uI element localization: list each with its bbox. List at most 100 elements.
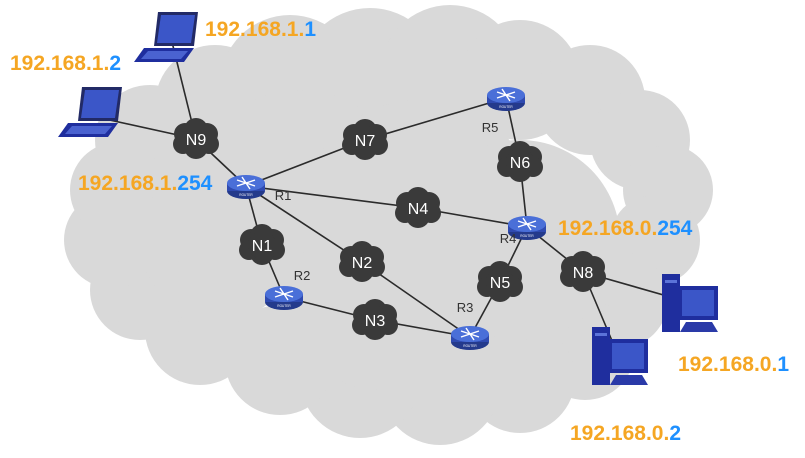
network-cloud: [64, 5, 713, 445]
network-n2: N2: [339, 241, 385, 282]
ip-dot: .: [171, 172, 178, 195]
ip-octet: 0: [651, 422, 664, 445]
router-label: R1: [275, 188, 292, 203]
ip-dot: .: [645, 422, 652, 445]
ip-dot: .: [113, 172, 119, 195]
network-n8: N8: [560, 251, 606, 292]
ip-octet: 1: [159, 172, 172, 195]
desktop-icon: [662, 274, 718, 332]
laptop-icon: [134, 12, 198, 62]
ip-dot: .: [85, 52, 92, 75]
router-r3: ROUTER R3: [451, 300, 489, 350]
ip-octet: 0: [759, 353, 772, 376]
ip-dot: .: [103, 52, 110, 75]
ip-octet: 192: [678, 353, 714, 376]
network-n3: N3: [352, 299, 398, 340]
ip-octet: 168: [598, 217, 634, 240]
network-label: N1: [252, 238, 273, 255]
router-arrows-icon: [496, 88, 516, 102]
network-n5: N5: [477, 261, 523, 302]
router-arrows-icon: [460, 327, 480, 341]
network-label: N7: [355, 133, 376, 150]
ip-dot: .: [240, 18, 246, 41]
ip-octet: 2: [669, 422, 681, 445]
network-n6: N6: [497, 141, 543, 182]
link-n7-r5: [364, 97, 507, 141]
link-r1-n4: [245, 185, 419, 209]
desktop-2: [592, 327, 648, 385]
router-badge: ROUTER: [239, 193, 253, 197]
router-arrows-icon: [274, 287, 294, 301]
ip-dot: .: [651, 217, 658, 240]
ip-octet: 192: [558, 217, 594, 240]
network-label: N9: [186, 132, 207, 149]
ip-octet: 254: [657, 217, 693, 240]
link-r1-n2: [245, 185, 363, 263]
ip-octet: 1: [777, 353, 789, 376]
ip-octet: 192: [570, 422, 606, 445]
router-r2: ROUTER R2: [265, 268, 310, 310]
network-label: N5: [490, 275, 511, 292]
ip-address-r1-gateway: 192.168.1.254: [78, 172, 212, 196]
ip-octet: 168: [718, 353, 754, 376]
router-label: R5: [482, 120, 499, 135]
laptop-1: [134, 12, 198, 62]
ip-dot: .: [605, 422, 611, 445]
ip-address-pc-1-2: 192.168.1.2: [10, 52, 121, 76]
ip-dot: .: [633, 217, 640, 240]
ip-octet: 0: [639, 217, 652, 240]
router-r1: ROUTER R1: [227, 175, 291, 203]
network-n9: N9: [173, 118, 219, 159]
ip-dot: .: [771, 353, 778, 376]
ip-dot: .: [713, 353, 719, 376]
network-label: N2: [352, 255, 373, 272]
network-label: N4: [408, 201, 429, 218]
ip-address-pc-1-1: 192.168.1.1: [205, 18, 316, 42]
router-badge: ROUTER: [499, 105, 513, 109]
ip-octet: 168: [245, 18, 281, 41]
ip-octet: 168: [610, 422, 646, 445]
network-n7: N7: [342, 119, 388, 160]
ip-address-pc-0-2: 192.168.0.2: [570, 422, 681, 446]
network-n1: N1: [239, 224, 285, 265]
desktop-1: [662, 274, 718, 332]
ip-octet: 1: [304, 18, 316, 41]
ip-octet: 192: [10, 52, 46, 75]
network-label: N6: [510, 155, 531, 172]
router-badge: ROUTER: [463, 344, 477, 348]
ip-octet: 1: [286, 18, 299, 41]
network-label: N8: [573, 265, 594, 282]
ip-dot: .: [280, 18, 287, 41]
router-arrows-icon: [517, 217, 537, 231]
network-label: N3: [365, 313, 386, 330]
laptop-2: [58, 87, 122, 137]
ip-octet: 2: [109, 52, 121, 75]
laptop-icon: [58, 87, 122, 137]
ip-dot: .: [45, 52, 51, 75]
ip-octet: 254: [177, 172, 213, 195]
ip-octet: 168: [50, 52, 86, 75]
desktop-icon: [592, 327, 648, 385]
router-r5: ROUTER R5: [482, 87, 525, 135]
router-label: R4: [500, 231, 517, 246]
ip-dot: .: [663, 422, 670, 445]
router-badge: ROUTER: [520, 234, 534, 238]
router-arrows-icon: [236, 176, 256, 190]
ip-octet: 192: [78, 172, 114, 195]
router-badge: ROUTER: [277, 304, 291, 308]
ip-dot: .: [753, 353, 760, 376]
network-n4: N4: [395, 187, 441, 228]
router-label: R3: [457, 300, 474, 315]
router-label: R2: [294, 268, 311, 283]
ip-dot: .: [153, 172, 160, 195]
ip-dot: .: [298, 18, 305, 41]
ip-octet: 1: [91, 52, 104, 75]
ip-dot: .: [593, 217, 599, 240]
ip-address-pc-0-1: 192.168.0.1: [678, 353, 789, 377]
ip-address-r4-gateway: 192.168.0.254: [558, 217, 692, 241]
ip-octet: 168: [118, 172, 154, 195]
ip-octet: 192: [205, 18, 241, 41]
